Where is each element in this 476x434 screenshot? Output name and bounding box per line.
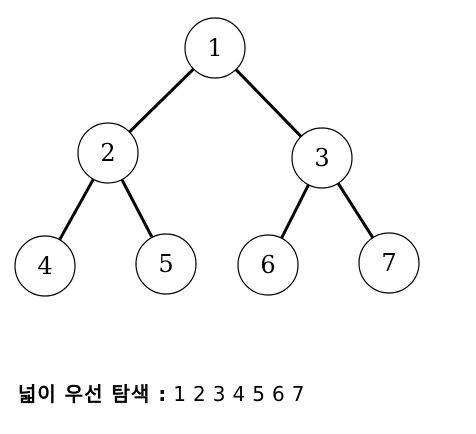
edge-1-3 [233, 66, 304, 140]
tree-node-6: 6 [237, 234, 299, 296]
node-label: 3 [314, 144, 329, 172]
node-label: 5 [158, 250, 173, 278]
traversal-order-item: 6 [271, 382, 286, 406]
node-circle [14, 235, 76, 297]
node-label: 7 [381, 249, 396, 277]
tree-node-1: 1 [184, 17, 246, 79]
edge-2-4 [57, 175, 96, 244]
traversal-order-item: 2 [193, 382, 207, 406]
node-circle [77, 122, 139, 184]
tree-nodes: 1 2 3 4 5 6 7 [14, 17, 420, 297]
traversal-order-item: 4 [232, 382, 247, 406]
node-circle [291, 127, 353, 189]
edge-1-2 [126, 66, 197, 135]
node-circle [358, 232, 420, 294]
tree-edges [57, 66, 376, 244]
tree-node-7: 7 [358, 232, 420, 294]
node-label: 1 [207, 34, 222, 62]
traversal-order-item: 7 [291, 382, 306, 406]
traversal-order-item: 1 [173, 382, 188, 406]
traversal-order-item: 5 [252, 382, 266, 406]
node-label: 6 [260, 251, 275, 279]
edge-3-7 [335, 180, 376, 241]
tree-node-2: 2 [77, 122, 139, 184]
node-circle [237, 234, 299, 296]
tree-node-5: 5 [135, 233, 197, 295]
tree-node-3: 3 [291, 127, 353, 189]
traversal-order-item: 3 [212, 382, 227, 406]
node-circle [184, 17, 246, 79]
edge-2-5 [119, 176, 155, 241]
node-label: 4 [37, 252, 52, 280]
tree-node-4: 4 [14, 235, 76, 297]
node-label: 2 [100, 139, 115, 167]
node-circle [135, 233, 197, 295]
edge-3-6 [279, 181, 311, 242]
caption-label: 넓이 우선 탐색 : [18, 382, 168, 406]
